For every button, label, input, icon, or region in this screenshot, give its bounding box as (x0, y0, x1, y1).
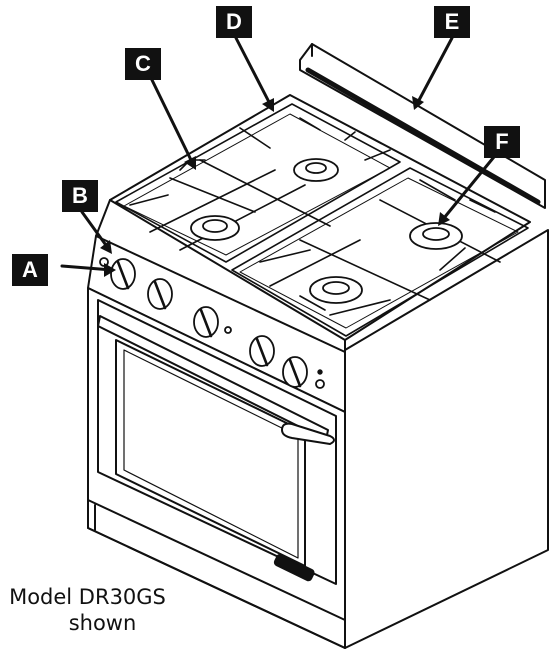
leader-lines (60, 36, 500, 272)
knob-icon (99, 257, 325, 389)
burner-icon (190, 158, 463, 304)
callout-c: C (125, 48, 161, 80)
brand-badge (273, 553, 315, 582)
caption-line2: shown (68, 611, 137, 635)
oven-door (97, 299, 337, 585)
callout-f: F (484, 126, 520, 158)
model-caption: Model DR30GS shown (0, 584, 175, 636)
kick-panel (87, 499, 346, 649)
cooktop (109, 94, 531, 341)
callout-e: E (434, 6, 470, 38)
caption-line1: Model DR30GS (9, 585, 166, 609)
backguard (299, 43, 546, 209)
callout-a: A (12, 254, 48, 286)
arrow-heads (100, 96, 450, 277)
callout-d: D (216, 6, 252, 38)
callout-b: B (62, 180, 98, 212)
grate-right (231, 167, 529, 337)
